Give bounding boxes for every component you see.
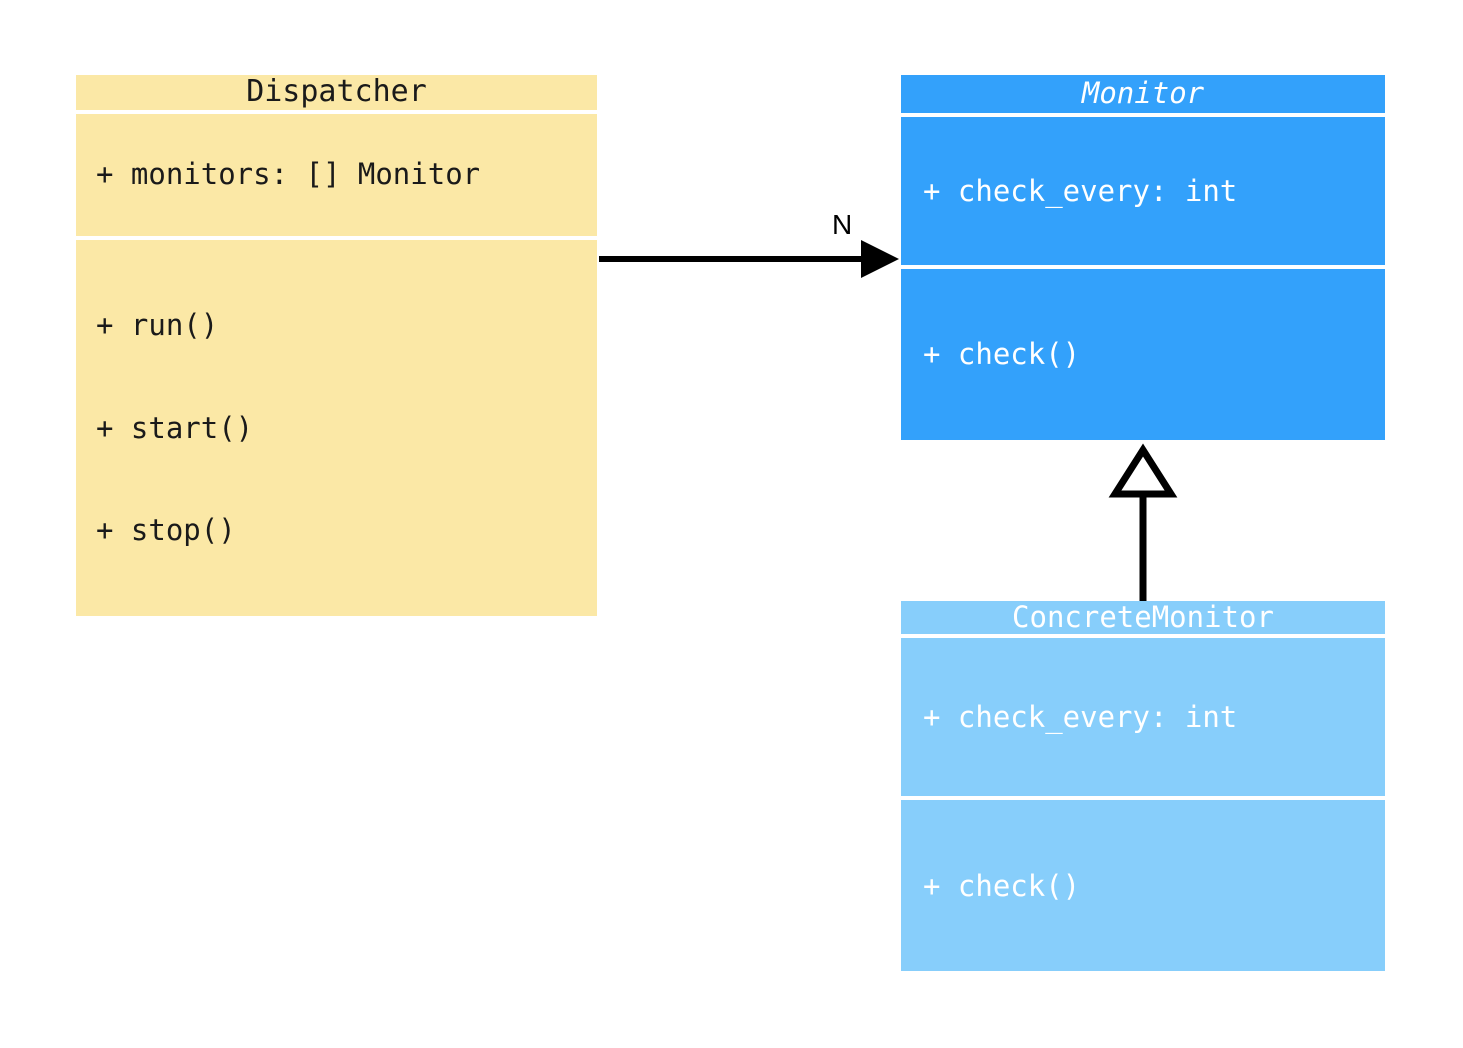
class-name-compartment-concretemonitor: ConcreteMonitor [901, 600, 1385, 635]
class-name-monitor: Monitor [1081, 76, 1205, 111]
uml-class-dispatcher[interactable]: Dispatcher + monitors: [] Monitor + run(… [76, 74, 597, 616]
attribute-list-concretemonitor: + check_every: int [901, 632, 1385, 803]
attributes-compartment-concretemonitor: + check_every: int [901, 638, 1385, 797]
attributes-compartment-monitor: + check_every: int [901, 116, 1385, 265]
generalization-concretemonitor-to-monitor [1108, 443, 1178, 601]
operation-item: + run() [96, 307, 219, 342]
association-dispatcher-to-monitor [599, 240, 899, 278]
uml-class-monitor[interactable]: Monitor + check_every: int + check() [901, 75, 1385, 440]
association-multiplicity-label: N [832, 209, 853, 240]
operation-list-concretemonitor: + check() [901, 800, 1385, 971]
attribute-item: + check_every: int [923, 173, 1238, 208]
operations-compartment-dispatcher: + run() + start() + stop() [76, 239, 597, 616]
attributes-compartment-dispatcher: + monitors: [] Monitor [76, 113, 597, 236]
class-name-compartment-dispatcher: Dispatcher [76, 74, 597, 110]
attribute-item: + monitors: [] Monitor [96, 157, 481, 192]
operation-item: + check() [923, 868, 1081, 903]
class-name-compartment-monitor: Monitor [901, 75, 1385, 113]
operations-compartment-monitor: + check() [901, 268, 1385, 440]
operations-compartment-concretemonitor: + check() [901, 800, 1385, 972]
uml-class-concretemonitor[interactable]: ConcreteMonitor + check_every: int + che… [901, 600, 1385, 972]
generalization-arrowhead-hollow-triangle [1108, 443, 1178, 498]
attribute-list-monitor: + check_every: int [901, 105, 1385, 276]
operation-list-monitor: + check() [901, 269, 1385, 440]
attribute-item: + check_every: int [923, 700, 1238, 735]
attribute-list-dispatcher: + monitors: [] Monitor [76, 89, 597, 260]
operation-list-dispatcher: + run() + start() + stop() [76, 240, 597, 616]
class-name-dispatcher: Dispatcher [246, 74, 427, 109]
operation-item: + start() [96, 410, 254, 445]
operation-item: + stop() [96, 513, 236, 548]
association-arrowhead-filled-triangle [861, 240, 899, 278]
operation-item: + check() [923, 337, 1081, 372]
class-name-concretemonitor: ConcreteMonitor [1012, 600, 1274, 634]
